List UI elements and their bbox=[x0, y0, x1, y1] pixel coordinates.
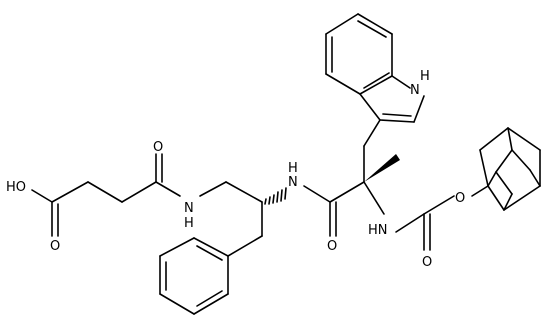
bond bbox=[155, 181, 181, 197]
indole-nitrogen-h-label: H bbox=[420, 69, 430, 84]
bond bbox=[225, 181, 263, 203]
amide-oxygen-2-label: O bbox=[327, 239, 337, 254]
amide-nitrogen-mid-label: N bbox=[288, 175, 298, 190]
bond bbox=[121, 181, 157, 203]
benzene-ring bbox=[159, 237, 229, 315]
bond bbox=[87, 181, 123, 203]
succinyl-chain bbox=[31, 153, 263, 237]
alpha-methyl-trp-core bbox=[329, 145, 455, 251]
acid-oxygen-label: O bbox=[50, 239, 60, 254]
bond bbox=[227, 235, 263, 257]
hydroxyl-label: HO bbox=[6, 180, 26, 195]
bond bbox=[199, 181, 227, 197]
wedge-bond bbox=[364, 154, 400, 182]
phenyl-backbone bbox=[227, 185, 331, 257]
adamantyl-cage bbox=[471, 127, 541, 211]
atom-labels: HO O O N H N H O HN O O N H bbox=[6, 69, 465, 270]
amide-oxygen-label: O bbox=[153, 140, 163, 155]
carbamate-nitrogen-label: HN bbox=[368, 223, 388, 238]
indole-nitrogen-label: N bbox=[410, 83, 420, 98]
bond bbox=[303, 185, 331, 203]
bond bbox=[31, 189, 53, 203]
hashed-wedge-bond bbox=[264, 187, 287, 205]
amide-nitrogen-left-label: N bbox=[184, 201, 194, 216]
indole-ring bbox=[325, 13, 425, 147]
bond bbox=[51, 181, 89, 203]
amide-nitrogen-left-h-label: H bbox=[184, 216, 194, 231]
ester-oxygen-label: O bbox=[455, 191, 465, 206]
carbamate-oxygen-label: O bbox=[422, 255, 432, 270]
amide-nitrogen-mid-h-label: H bbox=[288, 161, 298, 176]
